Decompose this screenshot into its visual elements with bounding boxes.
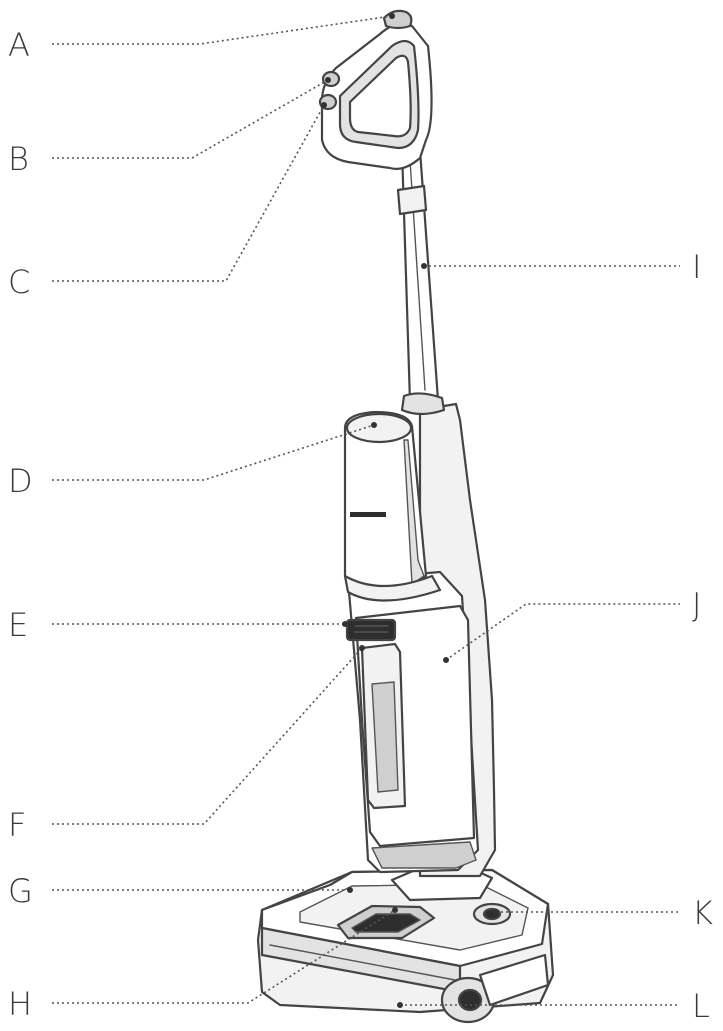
- handle-grip-opening: [348, 54, 412, 138]
- tank-window-inner: [371, 681, 399, 793]
- callout-letter-a: A: [8, 26, 30, 64]
- callout-c: C: [8, 102, 327, 301]
- callout-letter-i: I: [692, 248, 701, 286]
- callouts: A B C D E F G: [8, 13, 713, 1025]
- callout-letter-b: B: [8, 140, 29, 178]
- tank-latch-ridges: [354, 625, 389, 633]
- tube-joint: [396, 184, 428, 216]
- callout-e: E: [8, 606, 348, 644]
- callout-letter-c: C: [8, 263, 30, 301]
- callout-letter-d: D: [8, 462, 33, 500]
- bottle-logo: [350, 512, 386, 517]
- callout-k: K: [493, 894, 713, 932]
- callout-j: J: [443, 586, 701, 663]
- roller-end-cap-inner: [457, 988, 483, 1012]
- callout-letter-j: J: [692, 586, 701, 624]
- handle-top-button: [382, 9, 413, 30]
- callout-a: A: [8, 13, 395, 64]
- callout-f: F: [8, 645, 365, 844]
- callout-h: H: [8, 907, 398, 1023]
- callout-l: L: [397, 987, 710, 1025]
- callout-letter-k: K: [692, 894, 713, 932]
- callout-letter-f: F: [8, 806, 26, 844]
- callout-d: D: [8, 422, 377, 500]
- callout-g: G: [8, 872, 353, 910]
- callout-b: B: [8, 77, 331, 178]
- bottle-cap: [345, 412, 413, 444]
- brush-window-inner: [351, 913, 421, 933]
- floor-head-side-rail: [478, 953, 550, 1007]
- tank-latch: [345, 618, 397, 642]
- callout-i: I: [421, 248, 701, 286]
- callout-letter-e: E: [8, 606, 28, 644]
- bottle-collar: [343, 574, 442, 602]
- callout-letter-g: G: [8, 872, 33, 910]
- vacuum-illustration: [256, 9, 555, 1024]
- floor-head-front-groove: [269, 944, 456, 981]
- tube-collar: [400, 392, 446, 416]
- callout-letter-l: L: [692, 987, 710, 1025]
- body-lower-band: [371, 841, 477, 869]
- callout-letter-h: H: [8, 985, 32, 1023]
